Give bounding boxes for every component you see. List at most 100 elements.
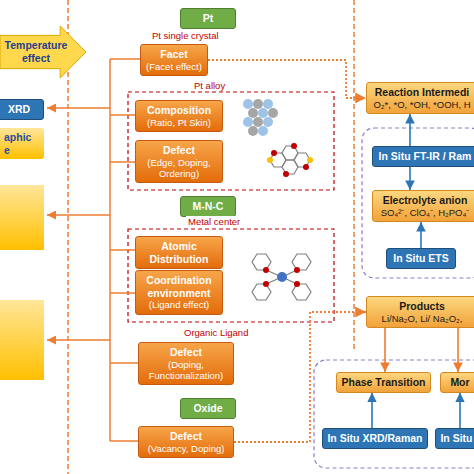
- box-detail: (Ratio, Pt Skin): [140, 117, 218, 128]
- connector: [420, 222, 422, 248]
- atom: [303, 164, 309, 170]
- branch-arrow: [47, 339, 110, 341]
- graphene-atoms: [267, 143, 313, 177]
- method-box: aphic e: [0, 128, 44, 159]
- atom: [253, 117, 263, 127]
- box-detail: Li/Na₂O, Li/ Na₂O₂,: [371, 313, 473, 324]
- factor-box: Defect(Doping, Functionalization): [138, 342, 234, 385]
- box-heading: In Situ: [440, 432, 473, 445]
- box-heading: Atomic Distribution: [140, 240, 218, 265]
- box-heading: M-N-C: [185, 200, 231, 213]
- box-heading: Products: [371, 300, 473, 313]
- box-heading: Composition: [140, 104, 218, 117]
- method-box: XRD: [0, 99, 44, 120]
- factor-box: Atomic Distribution: [135, 236, 223, 269]
- category-box: Oxide: [180, 398, 236, 419]
- box-detail: SO₄²⁻, ClO₄⁻, H₂PO₄⁻: [377, 207, 473, 218]
- method-box: In Situ ETS: [386, 248, 456, 269]
- atom: [243, 117, 253, 127]
- box-heading: Phase Transition: [341, 376, 426, 389]
- box-heading: Coordination environment: [140, 274, 218, 299]
- box-heading: Electrolyte anion: [377, 194, 473, 207]
- arrow-box: Temperature effect: [0, 26, 86, 78]
- factor-box: Defect(Vacancy, Doping): [138, 426, 234, 458]
- atom: [267, 157, 273, 163]
- box-heading: In Situ ETS: [391, 252, 451, 265]
- group-label: Pt single crystal: [150, 30, 221, 41]
- factor-box: Composition(Ratio, Pt Skin): [135, 100, 223, 132]
- hex-ring: [252, 254, 271, 270]
- panel-border: [353, 0, 355, 352]
- connector: [457, 328, 459, 372]
- box-detail: (Ligand effect): [140, 299, 218, 310]
- hex-ring: [292, 254, 311, 270]
- group-label: Organic Ligand: [182, 327, 250, 338]
- box-detail: O₂*, *O, *OH, *OOH, H: [371, 99, 473, 110]
- group-frame: [128, 229, 334, 322]
- box-heading: Defect: [143, 346, 229, 359]
- factor-box: Facet(Facet effect): [140, 44, 208, 76]
- box-heading: Defect: [143, 430, 229, 443]
- atom: [294, 281, 300, 287]
- connector: [409, 114, 411, 146]
- connector: [208, 60, 366, 98]
- topic-box: ProductsLi/Na₂O, Li/ Na₂O₂,: [366, 296, 474, 328]
- method-box: In Situ FT-IR / Ram: [372, 146, 474, 167]
- atom: [253, 99, 263, 109]
- group-label: Metal center: [186, 216, 242, 227]
- bond: [266, 270, 297, 284]
- method-box: In Situ: [435, 428, 474, 449]
- atom: [271, 150, 277, 156]
- branch-arrow: [47, 107, 110, 109]
- box-detail: (Vacancy, Doping): [143, 443, 229, 454]
- factor-box: Coordination environment(Ligand effect): [135, 270, 223, 315]
- atom: [258, 108, 268, 118]
- box-heading: XRD: [0, 103, 39, 116]
- atom: [248, 126, 258, 136]
- box-heading: In Situ XRD/Raman: [327, 432, 423, 445]
- box-heading: Temperature effect: [2, 39, 70, 64]
- group-frame: [362, 128, 474, 278]
- method-box: In Situ XRD/Raman: [322, 428, 428, 449]
- topic-box: Phase Transition: [336, 372, 431, 393]
- connector: [384, 328, 386, 372]
- group-frame: [314, 360, 474, 468]
- atom: [258, 126, 268, 136]
- factor-box: Defect(Edge, Doping, Ordering): [135, 140, 223, 183]
- box-detail: (Edge, Doping, Ordering): [140, 157, 218, 180]
- connector: [409, 167, 411, 190]
- atom: [243, 99, 253, 109]
- topic-box: Electrolyte anionSO₄²⁻, ClO₄⁻, H₂PO₄⁻: [372, 190, 474, 222]
- group-label: Pt alloy: [192, 80, 227, 91]
- atom: [248, 108, 258, 118]
- branch-arrow: [47, 214, 110, 216]
- side-panel: [0, 300, 44, 380]
- atom: [263, 281, 269, 287]
- box-heading: Pt: [185, 12, 231, 25]
- box-detail: (Doping, Functionalization): [143, 359, 229, 382]
- arrow-shape: [0, 26, 86, 78]
- atom: [263, 267, 269, 273]
- category-box: M-N-C: [180, 196, 236, 217]
- box-heading: Reaction Intermedi: [371, 86, 473, 99]
- box-heading: In Situ FT-IR / Ram: [377, 150, 473, 163]
- atom: [307, 157, 313, 163]
- topic-box: Reaction IntermediO₂*, *O, *OH, *OOH, H: [366, 82, 474, 114]
- hex-ring: [252, 284, 271, 300]
- box-heading: Mor: [445, 376, 474, 389]
- atom: [263, 117, 273, 127]
- box-heading: Facet: [145, 48, 203, 61]
- atom: [263, 99, 273, 109]
- box-heading: Defect: [140, 144, 218, 157]
- connector: [459, 393, 461, 428]
- topic-box: Mor: [440, 372, 474, 393]
- box-heading: Oxide: [185, 402, 231, 415]
- molecule-illustration: [252, 254, 311, 300]
- atom: [268, 108, 278, 118]
- molecule-atoms: [263, 267, 300, 287]
- hex-ring: [292, 284, 311, 300]
- connector: [371, 393, 373, 428]
- crystal-illustration: [243, 99, 278, 136]
